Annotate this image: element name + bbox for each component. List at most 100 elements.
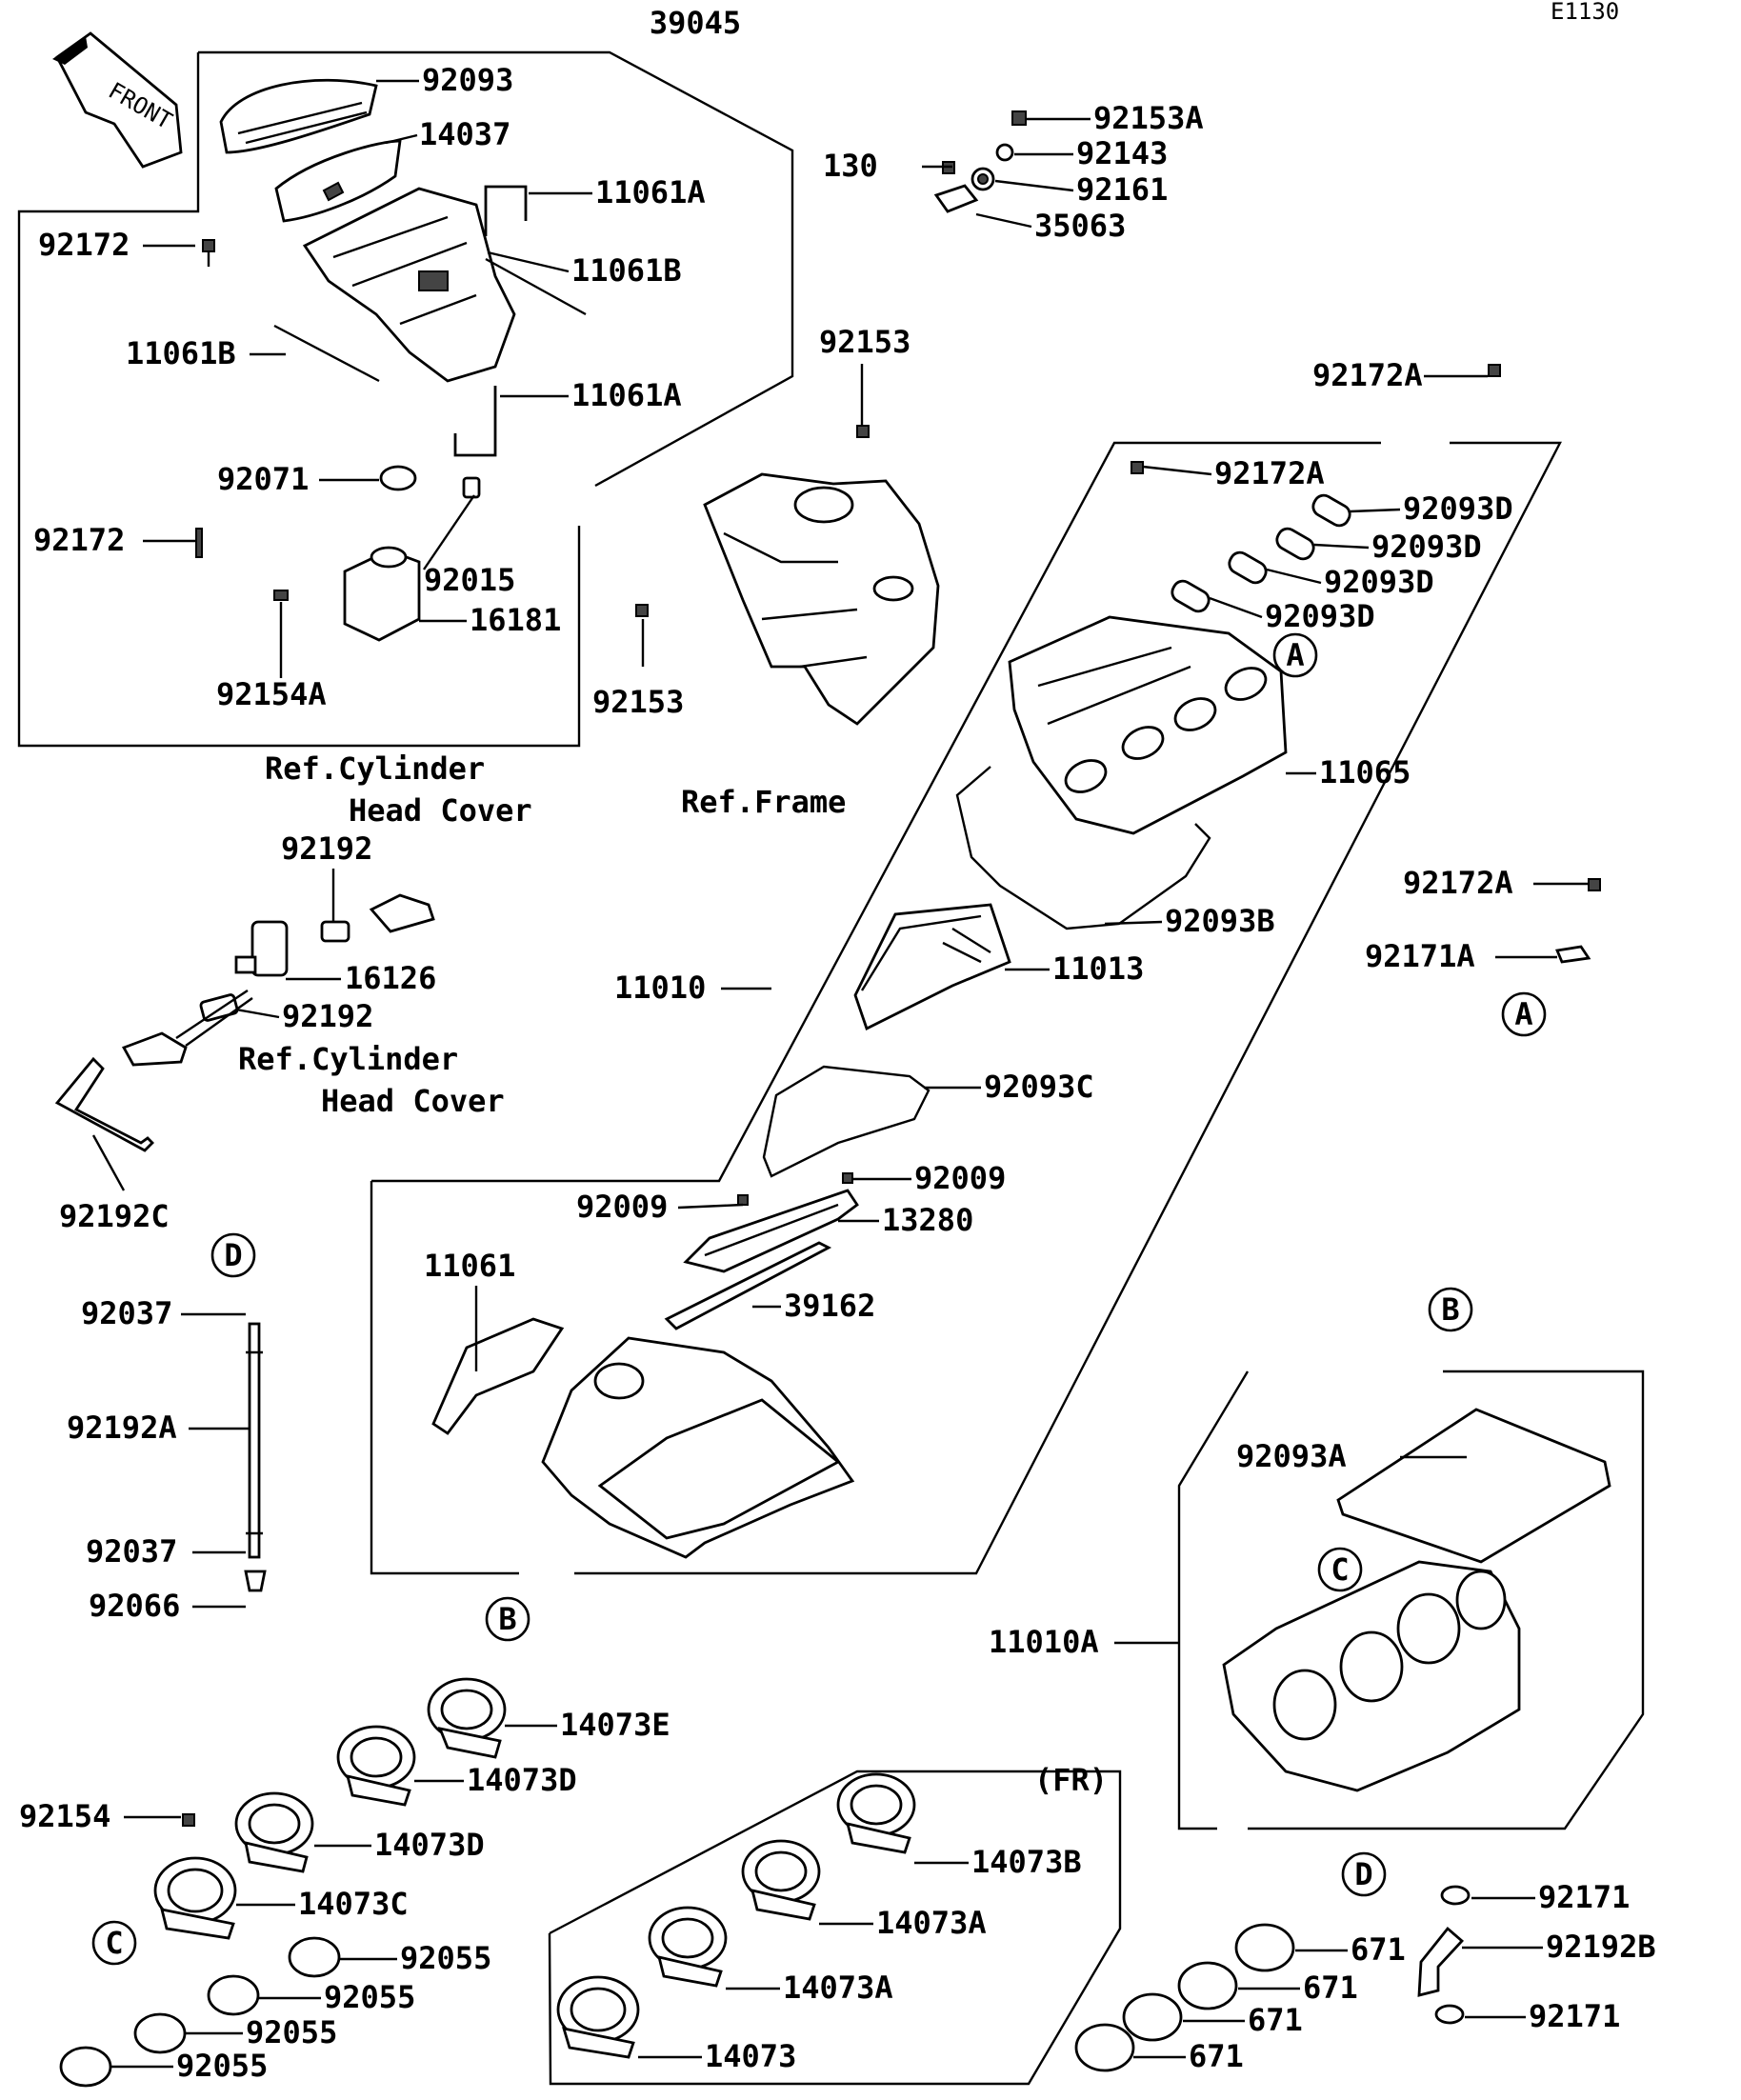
hose-92192-upper (320, 920, 350, 943)
part-label-671: 671 (1303, 1970, 1358, 2006)
screw-92154a (273, 590, 289, 601)
part-label-14073d: 14073D (467, 1762, 577, 1798)
leader-line-92093d (1209, 596, 1263, 619)
part-label-92161: 92161 (1076, 171, 1168, 208)
part-label-39045: 39045 (650, 5, 741, 41)
screw-92172-top (202, 239, 215, 267)
part-label-92172a: 92172A (1312, 357, 1423, 393)
part-label-92192: 92192 (281, 830, 372, 867)
part-label-92153: 92153 (819, 324, 911, 360)
leader-line-92093d (1266, 568, 1322, 585)
leader-line-92192c (91, 1134, 126, 1191)
part-label-92093d: 92093D (1265, 598, 1375, 634)
leader-line-92093b (1104, 920, 1163, 926)
callout-letter-d: D (1354, 1856, 1372, 1892)
part-label-671: 671 (1189, 2038, 1244, 2074)
funnel-14073d-upper (336, 1725, 416, 1807)
screw-92153-top (856, 425, 870, 438)
part-label-92153a: 92153A (1093, 100, 1204, 136)
gaskets-92093d (1171, 493, 1351, 613)
screw-92154 (182, 1813, 195, 1827)
hose-92192b (1417, 1926, 1465, 1997)
part-label-11061a: 11061A (571, 377, 682, 413)
hardware-35063-group (933, 110, 1027, 213)
callout-circle-d (210, 1232, 256, 1278)
part-label-11061b: 11061B (126, 335, 236, 371)
part-label-92066: 92066 (89, 1588, 180, 1624)
callout-circle-d (1341, 1851, 1387, 1897)
callout-letter-a: A (1286, 637, 1304, 673)
callout-circle-a (1272, 632, 1318, 678)
callout-letter-b: B (498, 1601, 516, 1637)
group-box-11010 (370, 1181, 519, 1575)
screw-92172a-top (1488, 364, 1501, 377)
callout-circle-a (1501, 991, 1547, 1037)
gasket-92093a (1336, 1408, 1611, 1564)
wire-11061b-right (485, 257, 587, 316)
part-label-11065: 11065 (1319, 754, 1411, 790)
plate-39162 (664, 1241, 832, 1330)
part-label-16126: 16126 (345, 960, 436, 996)
seal-14037 (274, 139, 402, 223)
hose-line-1 (175, 990, 253, 1047)
part-label-92055: 92055 (176, 2048, 268, 2084)
hose-92192-lower (199, 993, 239, 1022)
part-label-92009: 92009 (914, 1160, 1006, 1196)
leader-lines (91, 79, 1589, 2069)
screw-92009-left (737, 1194, 749, 1206)
hose-11061a-bottom (453, 386, 497, 457)
group-box-11010a (1177, 1370, 1250, 1830)
callout-circle-c (1317, 1547, 1363, 1592)
part-label-92037: 92037 (86, 1533, 177, 1570)
part-label-92192b: 92192B (1546, 1929, 1656, 1965)
callout-circle-b (485, 1596, 530, 1642)
screw-92172a-right (1588, 878, 1601, 891)
cover-ref-top (369, 893, 435, 933)
group-box-11010a-b (1248, 1370, 1645, 1830)
leader-line-92015 (423, 494, 475, 570)
callout-letter-b: B (1441, 1291, 1459, 1328)
part-label-13280: 13280 (882, 1202, 973, 1238)
ref-cyl-head-bottom-line1: Ref.Cylinder (238, 1041, 458, 1077)
part-label-92154: 92154 (19, 1798, 110, 1834)
leader-line-92009 (677, 1203, 744, 1210)
part-label-14073d: 14073D (374, 1827, 485, 1863)
part-label-92171a: 92171A (1365, 938, 1475, 974)
part-label-92055: 92055 (246, 2014, 337, 2050)
part-label-92093a: 92093A (1236, 1438, 1347, 1474)
part-label-92093d: 92093D (1324, 564, 1434, 600)
hose-92192c (54, 1056, 154, 1152)
part-label-92192c: 92192C (59, 1198, 170, 1234)
part-label-92171: 92171 (1529, 1998, 1620, 2034)
ref-cyl-head-top-line2: Head Cover (349, 792, 532, 829)
part-label-11061a: 11061A (595, 174, 706, 210)
part-label-11010: 11010 (614, 970, 706, 1006)
part-label-14037: 14037 (419, 116, 510, 152)
funnel-14073d-lower (234, 1791, 314, 1873)
part-label-92055: 92055 (400, 1940, 491, 1976)
part-label-671: 671 (1351, 1931, 1406, 1968)
fitting-92171a (1555, 945, 1591, 964)
part-label-92172a: 92172A (1403, 865, 1513, 901)
fr-note: (FR) (1034, 1762, 1108, 1798)
part-label-14073a: 14073A (876, 1905, 987, 1941)
part-label-92071: 92071 (217, 461, 309, 497)
part-label-35063: 35063 (1034, 208, 1126, 244)
ref-cyl-head-bottom-line2: Head Cover (321, 1083, 505, 1119)
housing-11010a (1222, 1560, 1521, 1792)
part-label-14073c: 14073C (298, 1886, 409, 1922)
screw-92172a-mid (1131, 461, 1144, 474)
clamp-92171-upper (1440, 1885, 1471, 1906)
leader-line-92172a (1142, 465, 1212, 476)
leader-line-92192 (235, 1008, 280, 1019)
funnel-14073 (556, 1975, 640, 2059)
funnel-14073b (836, 1772, 916, 1854)
upper-housing-11065 (1008, 615, 1288, 835)
callout-letter-c: C (105, 1925, 123, 1961)
part-label-92093d: 92093D (1403, 490, 1513, 527)
duct-cover-92093 (219, 78, 378, 154)
part-label-92171: 92171 (1538, 1879, 1630, 1915)
funnel-14073a-lower (648, 1906, 728, 1988)
